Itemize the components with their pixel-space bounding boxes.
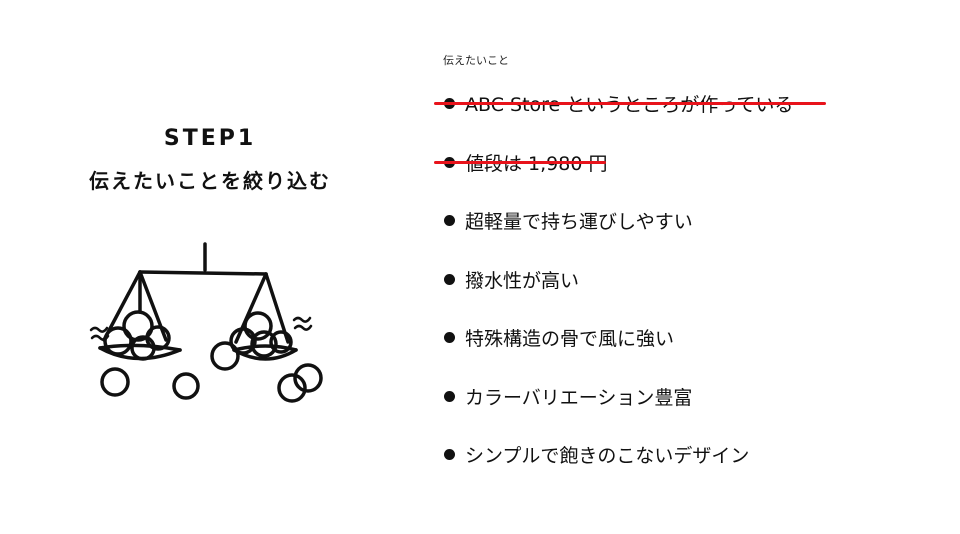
list-item-text: 撥水性が高い bbox=[465, 269, 580, 292]
bullet-icon bbox=[444, 449, 455, 460]
list-item: ABC Store というところが作っている bbox=[434, 90, 826, 149]
message-list: ABC Store というところが作っている 値段は 1,980 円 超軽量で持… bbox=[434, 90, 826, 500]
bullet-icon bbox=[444, 273, 455, 285]
list-item: 特殊構造の骨で風に強い bbox=[440, 324, 793, 383]
list-item: 撥水性が高い bbox=[440, 266, 793, 325]
balance-scale-icon bbox=[89, 242, 323, 403]
list-item-text: ABC Store というところが作っている bbox=[465, 94, 794, 116]
bullet-icon bbox=[444, 390, 455, 402]
strikethrough-line bbox=[434, 102, 826, 105]
list-item-text: 特殊構造の骨で風に強い bbox=[465, 328, 675, 350]
bullet-icon bbox=[444, 332, 455, 343]
bullet-icon bbox=[444, 215, 455, 226]
list-item-text: 超軽量で持ち運びしやすい bbox=[465, 211, 693, 233]
strikethrough-line bbox=[434, 160, 606, 164]
list-item: シンプルで飽きのこないデザイン bbox=[440, 441, 793, 500]
list-item-text: 値段は 1,980 円 bbox=[465, 152, 608, 175]
list-item: カラーバリエーション豊富 bbox=[440, 383, 793, 442]
list-item: 値段は 1,980 円 bbox=[434, 149, 793, 208]
list-item: 超軽量で持ち運びしやすい bbox=[440, 207, 793, 266]
list-label: 伝えたいこと bbox=[443, 54, 509, 67]
list-item-text: カラーバリエーション豊富 bbox=[465, 386, 693, 409]
step-subtitle: 伝えたいことを絞り込む bbox=[89, 169, 331, 193]
step-title: STEP1 bbox=[163, 126, 257, 151]
step-heading: STEP1 伝えたいことを絞り込む bbox=[60, 120, 360, 194]
list-item-text: シンプルで飽きのこないデザイン bbox=[465, 445, 750, 467]
